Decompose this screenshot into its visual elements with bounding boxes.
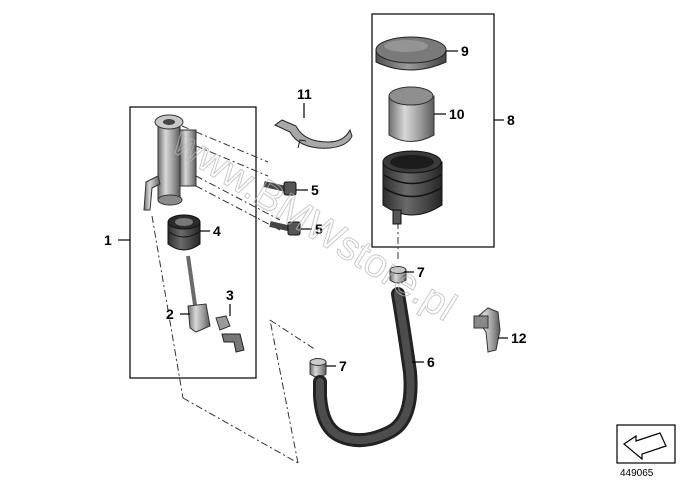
group-frame-reservoir [371, 13, 495, 248]
group-frame-master-cylinder [129, 106, 257, 379]
hose-clamp-lower [309, 358, 327, 378]
callout-5-upper: 5 [311, 182, 319, 198]
reference-number: 449065 [620, 468, 654, 479]
callout-6: 6 [427, 354, 435, 370]
callout-11: 11 [297, 86, 312, 102]
callout-9: 9 [461, 43, 469, 59]
callout-7-upper: 7 [417, 264, 425, 280]
push-rod [186, 255, 211, 333]
piston-seal [167, 214, 201, 251]
reservoir-diaphragm [388, 86, 435, 142]
callout-10: 10 [449, 106, 465, 122]
reservoir-bracket [274, 119, 353, 149]
callout-4: 4 [213, 223, 221, 239]
assembly-lines [151, 125, 399, 464]
retaining-clip [215, 315, 245, 353]
callout-1: 1 [104, 232, 112, 248]
hose-fitting [473, 307, 501, 353]
reservoir-cap [375, 36, 447, 71]
bolt-upper [263, 181, 297, 196]
callout-2: 2 [166, 306, 174, 322]
callout-7-lower: 7 [339, 358, 347, 374]
fluid-reservoir [382, 150, 443, 225]
callout-3: 3 [226, 287, 234, 303]
direction-arrow-icon [616, 424, 676, 464]
hose-clamp-upper [389, 266, 407, 284]
callout-5-lower: 5 [315, 221, 323, 237]
callout-8: 8 [507, 112, 515, 128]
master-cylinder [143, 114, 197, 211]
leader-lines [118, 50, 508, 367]
callout-12: 12 [511, 330, 527, 346]
fluid-hose [313, 287, 418, 448]
